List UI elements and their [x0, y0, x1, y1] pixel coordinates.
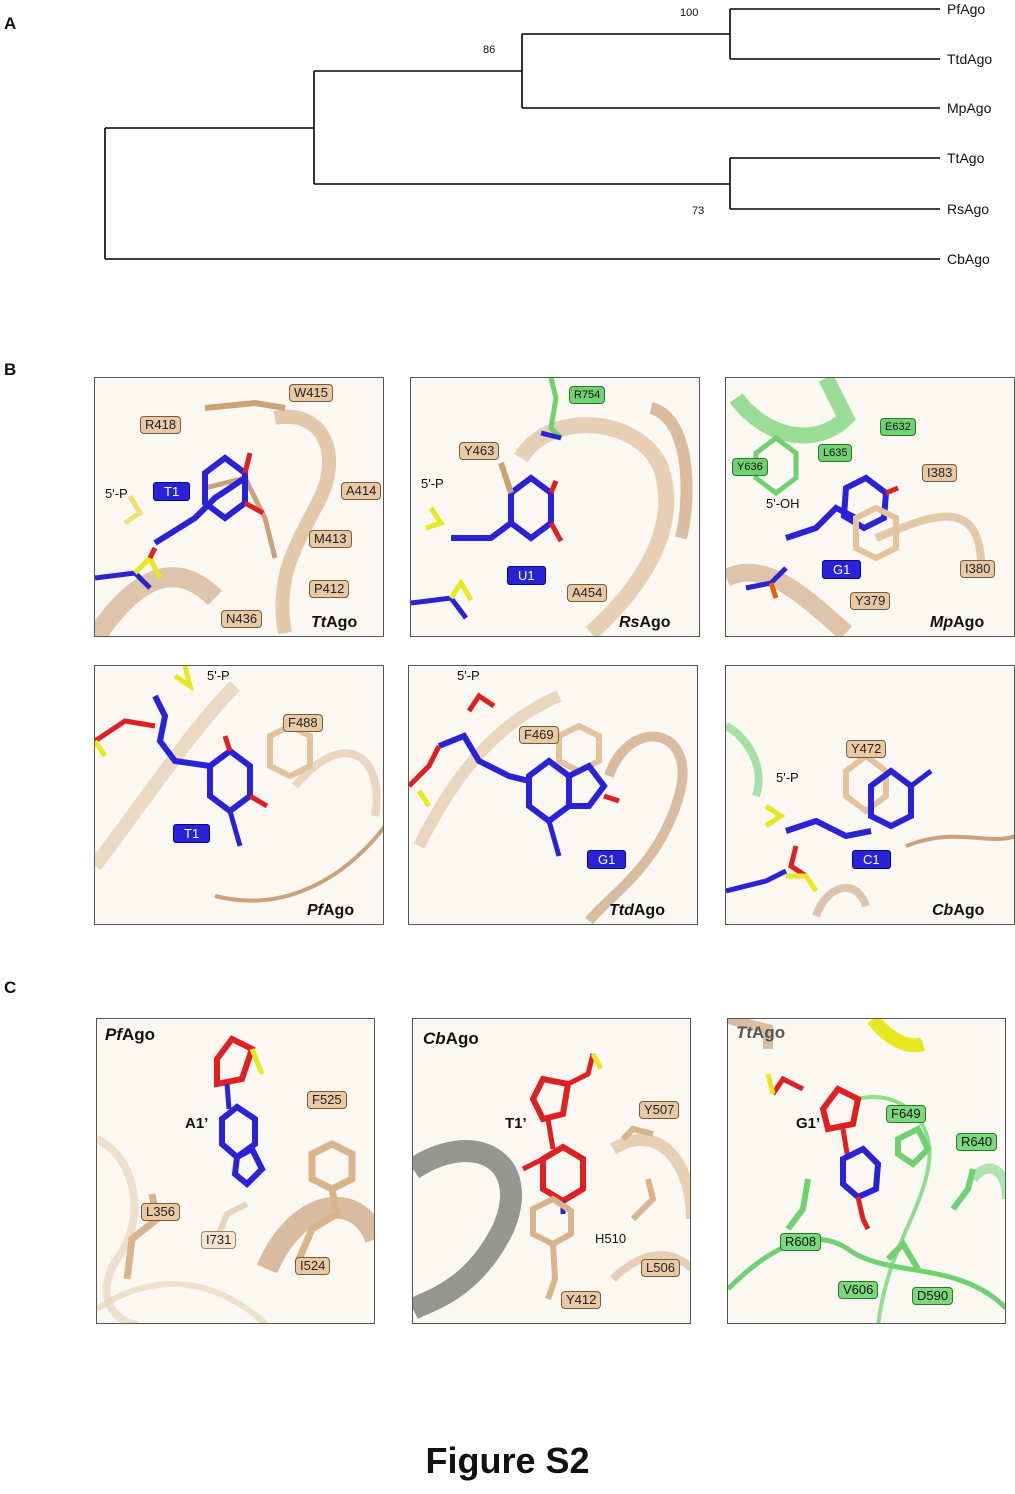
structure-image — [95, 666, 383, 903]
structure-panel-rsago: R754 Y463 A454 U1 5'-P RsAgo — [410, 377, 700, 637]
residue-label: I383 — [922, 464, 958, 482]
residue-label: I380 — [960, 560, 996, 578]
residue-label: L635 — [818, 444, 853, 462]
protein-name: TtAgo — [311, 614, 358, 631]
residue-label: P412 — [309, 580, 350, 598]
end-label: 5'-P — [457, 668, 480, 683]
residue-label: F525 — [307, 1091, 347, 1109]
protein-name: CbAgo — [423, 1029, 479, 1048]
nucleotide-label: C1 — [852, 850, 891, 869]
residue-label: Y507 — [639, 1101, 680, 1119]
structure-image — [726, 722, 1014, 918]
protein-name: TtdAgo — [609, 902, 665, 919]
bootstrap-pf-mp: 86 — [483, 44, 496, 56]
structure-image — [97, 1035, 374, 1323]
end-label: 5'-P — [776, 770, 799, 785]
residue-label: D590 — [912, 1287, 954, 1305]
base-label: A1’ — [185, 1115, 209, 1132]
protein-name: PfAgo — [105, 1025, 156, 1044]
nucleotide-label: U1 — [507, 566, 546, 585]
structure-panel-ttago: W415 R418 A414 M413 P412 N436 T1 5'-P Tt… — [94, 377, 384, 637]
structure-image — [95, 399, 337, 636]
residue-label: R608 — [780, 1233, 822, 1251]
residue-label: L506 — [641, 1259, 680, 1277]
protein-name: PfAgo — [307, 902, 355, 919]
nucleotide-label: T1 — [153, 482, 191, 501]
protein-name: RsAgo — [619, 614, 671, 631]
figure-title: Figure S2 — [425, 1440, 590, 1481]
residue-label: N436 — [221, 610, 263, 628]
residue-label: I524 — [295, 1257, 331, 1275]
structure-image — [728, 1019, 1005, 1323]
base-label: G1’ — [796, 1115, 821, 1132]
structure-panel-c-cbago: CbAgo T1’ Y507 H510 L506 Y412 — [412, 1018, 691, 1324]
residue-label: V606 — [838, 1281, 879, 1299]
residue-label: W415 — [289, 384, 333, 402]
residue-label: Y412 — [561, 1291, 602, 1309]
residue-label: Y379 — [850, 592, 891, 610]
leaf-ttdago: TtdAgo — [947, 51, 993, 67]
structure-image — [413, 1052, 690, 1319]
residue-label: A454 — [567, 584, 608, 602]
residue-label: Y636 — [732, 458, 768, 476]
panel-b-label: B — [4, 360, 17, 379]
leaf-ttago: TtAgo — [947, 150, 985, 166]
nucleotide-label: G1 — [587, 850, 627, 869]
end-label: 5'-P — [105, 486, 128, 501]
base-label: T1’ — [505, 1115, 527, 1132]
bootstrap-pf-ttd: 100 — [680, 7, 699, 19]
residue-label: I731 — [201, 1231, 237, 1249]
residue-label: Y472 — [846, 740, 887, 758]
residue-label: Y463 — [459, 442, 500, 460]
residue-label: E632 — [880, 418, 916, 436]
structure-panel-mpago: E632 L635 Y636 I383 I380 Y379 G1 5'-OH M… — [725, 377, 1015, 637]
leaf-pfago: PfAgo — [947, 1, 986, 17]
end-label: 5'-P — [207, 668, 230, 683]
structure-panel-c-pfago: PfAgo A1’ F525 L356 I731 I524 — [96, 1018, 375, 1324]
residue-label: R418 — [140, 416, 182, 434]
nucleotide-label: T1 — [173, 824, 211, 843]
residue-label: F488 — [283, 714, 323, 732]
structure-image — [409, 690, 688, 924]
residue-label: R754 — [569, 386, 606, 404]
residue-label: L356 — [141, 1203, 180, 1221]
phylogenetic-tree — [104, 8, 940, 260]
bootstrap-tt-rs: 73 — [692, 205, 705, 217]
protein-name: TtAgo — [736, 1023, 786, 1042]
residue-label: F469 — [519, 726, 559, 744]
structure-image — [726, 378, 986, 636]
leaf-cbago: CbAgo — [947, 251, 990, 267]
structure-panel-c-ttago: TtAgo G1’ F649 R640 R608 V606 D590 — [727, 1018, 1006, 1324]
structure-panel-ttdago: 5'-P F469 G1 TtdAgo — [408, 665, 698, 925]
leaf-mpago: MpAgo — [947, 100, 992, 116]
residue-label: A414 — [341, 482, 382, 500]
structure-image — [411, 378, 693, 636]
residue-label: H510 — [595, 1231, 627, 1246]
protein-name: MpAgo — [930, 614, 985, 631]
structure-panel-pfago: 5'-P F488 T1 PfAgo — [94, 665, 384, 925]
residue-label: M413 — [309, 530, 352, 548]
residue-label: F649 — [886, 1105, 926, 1123]
nucleotide-label: G1 — [822, 560, 862, 579]
protein-name: CbAgo — [932, 902, 985, 919]
structure-panel-cbago: Y472 5'-P C1 CbAgo — [725, 665, 1015, 925]
end-label: 5'-P — [421, 476, 444, 491]
panel-c-label: C — [4, 978, 17, 997]
leaf-rsago: RsAgo — [947, 201, 990, 217]
panel-a-label: A — [4, 14, 17, 33]
end-label: 5'-OH — [766, 496, 800, 511]
residue-label: R640 — [956, 1133, 998, 1151]
